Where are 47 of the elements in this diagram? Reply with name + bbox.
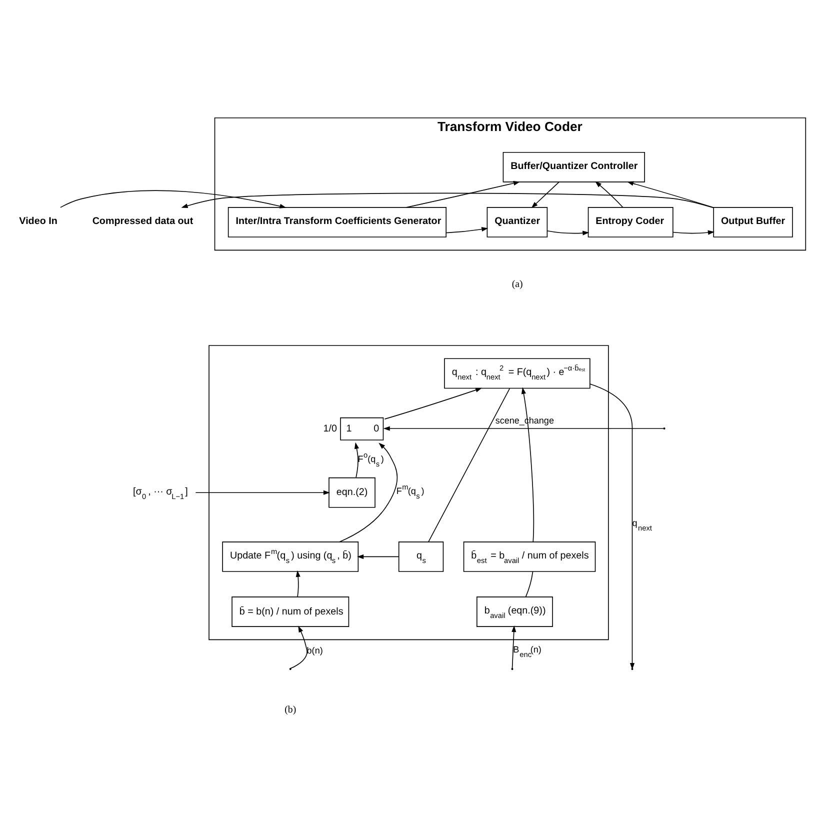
- node-box: Inter/Intra Transform Coefficients Generator: [228, 206, 447, 237]
- node-text: Compressed data out: [92, 215, 194, 226]
- connector: [525, 570, 534, 597]
- arrow: [384, 387, 482, 419]
- connector: [428, 388, 510, 542]
- label: (b): [284, 704, 296, 715]
- cluster: [208, 344, 609, 640]
- arrow: [357, 554, 400, 558]
- edge-label: B$_{enc}$(n): [513, 644, 542, 659]
- node-box: b̄ = b(n) / num of pexels: [232, 596, 350, 626]
- label: (a): [512, 278, 523, 290]
- arrow: [446, 226, 488, 233]
- node-box: b$_{avail}$ (eqn.(9)): [476, 596, 553, 626]
- node-box: Update F$^{m}$(q$_{s}$) using (q$_{s}$, b̄): [222, 541, 359, 572]
- node-label: 1/0: [323, 422, 337, 434]
- arrow: [60, 190, 286, 208]
- node-box: Buffer/Quantizer Controller: [502, 151, 645, 182]
- node-box: Quantizer: [486, 206, 548, 237]
- arrow: [626, 180, 714, 208]
- edge-label: F$^{o}$(q$_{s}$): [358, 450, 384, 468]
- arrow: [672, 230, 715, 234]
- edge-label: q$_{next}$: [632, 518, 652, 532]
- node-box: q$_{s}$: [398, 541, 444, 572]
- node-box: q$_{next}$ : q$_{next}$$^{2}$ = F(q$_{next}$) · e$^{−α·b̄ₑₛₜ}$: [444, 358, 590, 388]
- arrow: [512, 624, 516, 668]
- arrow: [546, 230, 590, 235]
- arrow: [354, 442, 359, 478]
- arrow: [290, 625, 308, 668]
- arrow: [521, 386, 534, 542]
- arrow: [590, 383, 635, 670]
- edge-label: b(n): [306, 645, 323, 656]
- arrow: [406, 180, 520, 208]
- node-box: Entropy Coder: [588, 206, 674, 237]
- arrow: [181, 192, 714, 208]
- node-box: 1 0: [340, 416, 384, 440]
- arrow: [296, 570, 300, 597]
- arrow: [383, 426, 664, 430]
- node-box: Output Buffer: [713, 206, 793, 237]
- arrow: [195, 490, 330, 494]
- edge-label: F$^{m}$(q$_{s}$): [396, 482, 424, 500]
- arrow: [339, 442, 398, 542]
- arrow: [595, 180, 624, 208]
- arrow: [531, 181, 560, 208]
- node-box: b̄$_{est}$ = b$_{avail}$ / num of pexels: [463, 541, 596, 572]
- node-box: eqn.(2): [328, 476, 376, 508]
- node-text: Video In: [19, 215, 58, 226]
- node-text: [σ$_{0}$, ··· σ$_{L−1}$]: [133, 486, 188, 500]
